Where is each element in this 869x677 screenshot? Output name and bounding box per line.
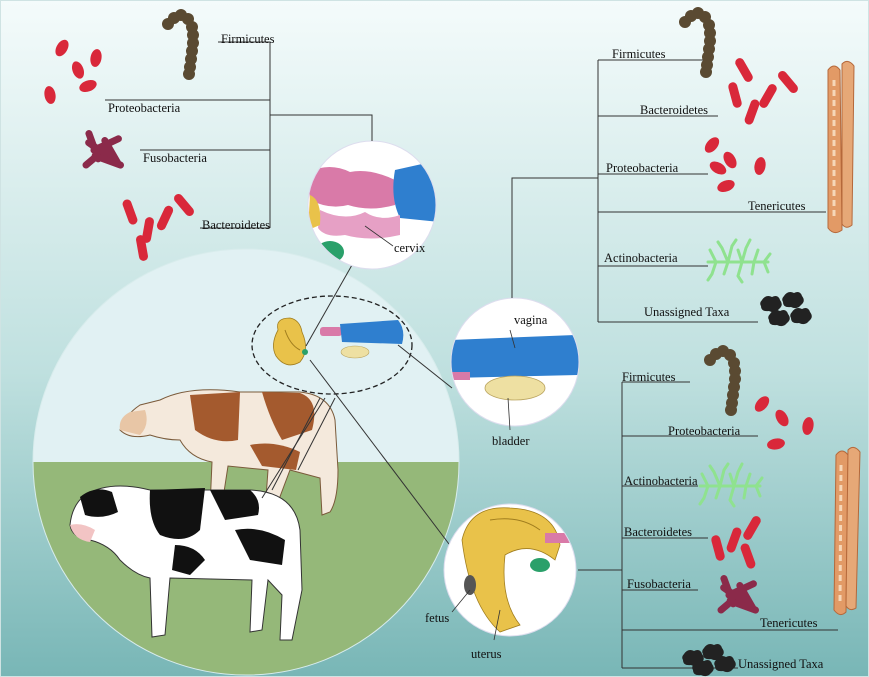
vagina-firmicutes-label: Firmicutes xyxy=(612,47,666,61)
vagina-tenericutes-label: Tenericutes xyxy=(748,199,806,213)
uterus-firmicutes-label: Firmicutes xyxy=(622,370,676,384)
cervix-firmicutes-label: Firmicutes xyxy=(221,32,275,46)
uterus-tenericutes-label: Tenericutes xyxy=(760,616,818,630)
uterus-label: uterus xyxy=(471,647,502,661)
uterus-proteobacteria-label: Proteobacteria xyxy=(668,424,741,438)
vagina-bacteroidetes-label: Bacteroidetes xyxy=(640,103,708,117)
cervix-proteobacteria-label: Proteobacteria xyxy=(108,101,181,115)
cervix-bacteroidetes-label: Bacteroidetes xyxy=(202,218,270,232)
vagina-label: vagina xyxy=(514,313,548,327)
vagina-actinobacteria-label: Actinobacteria xyxy=(604,251,678,265)
vagina-unassigned-label: Unassigned Taxa xyxy=(644,305,730,319)
vagina-proteobacteria-label: Proteobacteria xyxy=(606,161,679,175)
uterus-actinobacteria-label: Actinobacteria xyxy=(624,474,698,488)
uterus-fusobacteria-label: Fusobacteria xyxy=(627,577,691,591)
fetus-label: fetus xyxy=(425,611,449,625)
bladder-label: bladder xyxy=(492,434,530,448)
uterus-tenericutes-icon xyxy=(834,447,860,614)
cervix-fusobacteria-label: Fusobacteria xyxy=(143,151,207,165)
cervix-label: cervix xyxy=(394,241,426,255)
uterus-unassigned-label: Unassigned Taxa xyxy=(738,657,824,671)
uterus-bacteroidetes-label: Bacteroidetes xyxy=(624,525,692,539)
